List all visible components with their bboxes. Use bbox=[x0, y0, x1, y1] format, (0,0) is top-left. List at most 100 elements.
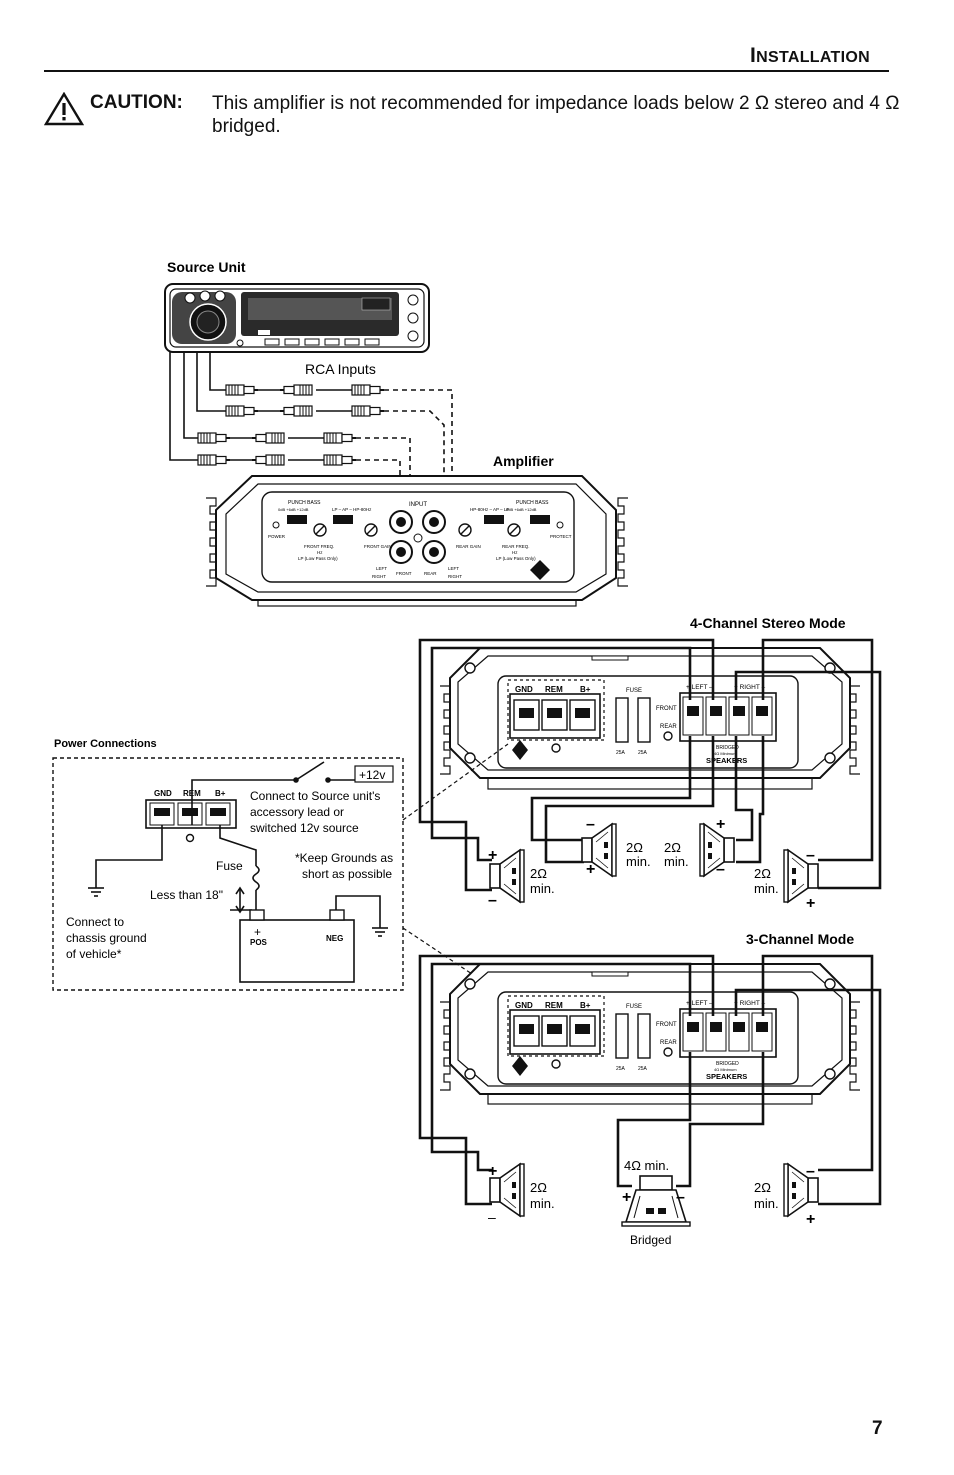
spk4-min: min. bbox=[754, 881, 779, 896]
spk5-plus: + bbox=[488, 1163, 497, 1180]
spk5-ohm: 2Ω bbox=[530, 1180, 547, 1195]
caution-text: This amplifier is not recommended for im… bbox=[212, 93, 900, 137]
power-terminal-block: GND REM B+ bbox=[145, 789, 237, 843]
speakers-label: SPEAKERS bbox=[706, 756, 747, 765]
bplus-terminal-label: B+ bbox=[580, 685, 591, 694]
page-number: 7 bbox=[872, 1418, 883, 1439]
rca-cables bbox=[169, 352, 352, 461]
source-note-1: Connect to Source unit's bbox=[250, 789, 380, 803]
source-unit-head bbox=[164, 283, 430, 353]
rear-freq-label: REAR FREQ. bbox=[502, 544, 530, 549]
protect-led-label: PROTECT bbox=[550, 534, 572, 539]
three-channel-amplifier: GND REM B+ FUSE 25A 25A FRONT REAR + LEF… bbox=[439, 963, 861, 1105]
battery: + POS NEG bbox=[239, 909, 355, 983]
gnd-terminal-label-2: GND bbox=[515, 1001, 533, 1010]
front-gain-label: FRONT GAIN bbox=[364, 544, 392, 549]
spk6-minus: – bbox=[806, 1163, 815, 1180]
battery-neg-label: NEG bbox=[326, 934, 343, 943]
spk2-minus: – bbox=[586, 816, 595, 833]
db-values-right: 0dB +6dB +12dB bbox=[506, 507, 537, 512]
bridged-min-small-label: 4Ω Minimum bbox=[714, 751, 737, 756]
fuse-rating-2: 25A bbox=[638, 750, 648, 756]
power-gnd-label: GND bbox=[154, 789, 172, 798]
amplifier-label: Amplifier bbox=[493, 453, 554, 469]
spk1-ohm: 2Ω bbox=[530, 866, 547, 881]
hz-right: Hz bbox=[512, 550, 518, 555]
spk3-minus: – bbox=[716, 861, 725, 878]
rca-inputs-label: RCA Inputs bbox=[305, 361, 376, 377]
bridged-small-label-2: BRIDGED bbox=[716, 1061, 739, 1067]
spk4-plus: + bbox=[806, 895, 815, 912]
source-note-2: accessory lead or bbox=[250, 805, 344, 819]
three-channel-speaker-labels: + – 2Ω min. 4Ω min. + – Bridged 2Ω min. … bbox=[488, 1158, 815, 1247]
battery-pos-label: POS bbox=[250, 938, 268, 947]
amplifier-top: PUNCH BASS PUNCH BASS 0dB +6dB +12dB 0dB… bbox=[205, 475, 629, 607]
spk4-ohm: 2Ω bbox=[754, 866, 771, 881]
lp-only-right: LP (Low Pass Only) bbox=[496, 556, 536, 561]
filter-left: LP – AP – HP-80Hz bbox=[332, 507, 372, 512]
four-channel-title: 4-Channel Stereo Mode bbox=[690, 615, 846, 631]
power-bplus-label: B+ bbox=[215, 789, 226, 798]
spk5-min: min. bbox=[530, 1196, 555, 1211]
rear-gain-label: REAR GAIN bbox=[456, 544, 481, 549]
front-led-label: FRONT bbox=[656, 706, 677, 712]
left-input-label-2: LEFT bbox=[448, 566, 459, 571]
right-input-label: RIGHT bbox=[372, 574, 386, 579]
chassis-note-1: Connect to bbox=[66, 915, 124, 929]
front-input-label: FRONT bbox=[396, 571, 412, 576]
spk1-plus: + bbox=[488, 847, 497, 864]
rear-led-label-2: REAR bbox=[660, 1040, 677, 1046]
bridged-plus: + bbox=[622, 1189, 631, 1206]
right-speaker-label-2: + RIGHT – bbox=[734, 1000, 766, 1007]
db-values-left: 0dB +6dB +12dB bbox=[278, 507, 309, 512]
left-speaker-label-2: + LEFT – bbox=[686, 1000, 713, 1007]
gnd-terminal-label: GND bbox=[515, 685, 533, 694]
fuse-rating-1: 25A bbox=[616, 750, 626, 756]
fuse-note: Fuse bbox=[216, 859, 243, 873]
rear-led-label: REAR bbox=[660, 724, 677, 730]
warning-triangle-icon bbox=[44, 92, 84, 126]
punch-bass-right: PUNCH BASS bbox=[516, 500, 549, 506]
spk2-plus: + bbox=[586, 861, 595, 878]
spk3-min: min. bbox=[664, 854, 689, 869]
less-than-note: Less than 18" bbox=[150, 888, 223, 902]
input-label: INPUT bbox=[409, 502, 427, 508]
caution-label: CAUTION: bbox=[90, 92, 183, 113]
power-wiring bbox=[88, 761, 388, 937]
bplus-terminal-label-2: B+ bbox=[580, 1001, 591, 1010]
spk3-plus: + bbox=[716, 816, 725, 833]
fuse-rating-4: 25A bbox=[638, 1066, 648, 1072]
hz-left: Hz bbox=[317, 550, 323, 555]
twelve-volt-label: +12v bbox=[359, 768, 385, 782]
wiring-diagram: Source Unit RCA Inputs bbox=[52, 259, 882, 1247]
chassis-note-2: chassis ground bbox=[66, 931, 147, 945]
spk2-ohm: 2Ω bbox=[626, 840, 643, 855]
right-input-label-2: RIGHT bbox=[448, 574, 462, 579]
fuse-rating-3: 25A bbox=[616, 1066, 626, 1072]
bridged-minus: – bbox=[676, 1189, 685, 1206]
spk1-minus: – bbox=[488, 892, 497, 909]
bridged-speaker bbox=[621, 1175, 691, 1227]
power-connections-box bbox=[52, 757, 404, 991]
left-speaker-label: + LEFT – bbox=[686, 684, 713, 691]
front-led-label-2: FRONT bbox=[656, 1022, 677, 1028]
spk2-min: min. bbox=[626, 854, 651, 869]
bridged-min-small-label-2: 4Ω Minimum bbox=[714, 1067, 737, 1072]
bridged-ohm: 4Ω min. bbox=[624, 1158, 669, 1173]
three-channel-title: 3-Channel Mode bbox=[746, 931, 854, 947]
punch-bass-left: PUNCH BASS bbox=[288, 500, 321, 506]
keep-grounds-2: short as possible bbox=[302, 867, 392, 881]
battery-plus: + bbox=[254, 925, 261, 939]
speakers-label-2: SPEAKERS bbox=[706, 1072, 747, 1081]
spk3-ohm: 2Ω bbox=[664, 840, 681, 855]
filter-right: HP-80Hz – AP – LP bbox=[470, 507, 509, 512]
keep-grounds-1: *Keep Grounds as bbox=[295, 851, 393, 865]
power-notes: Connect to Source unit's accessory lead … bbox=[66, 789, 393, 961]
source-note-3: switched 12v source bbox=[250, 821, 359, 835]
rem-terminal-label: REM bbox=[545, 685, 563, 694]
spk6-plus: + bbox=[806, 1211, 815, 1228]
bridged-label: Bridged bbox=[630, 1233, 671, 1247]
fuse-label: FUSE bbox=[626, 688, 642, 694]
three-channel-speakers bbox=[489, 1163, 819, 1227]
chassis-note-3: of vehicle* bbox=[66, 947, 122, 961]
